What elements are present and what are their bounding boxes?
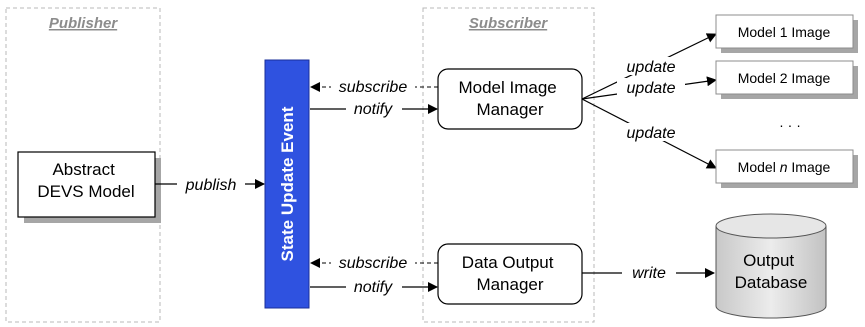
- data-output-manager-line2: Manager: [476, 275, 543, 294]
- update-label-2: update: [627, 80, 676, 97]
- update-label-1-bg: [617, 57, 685, 75]
- write-label-bg: [622, 262, 676, 282]
- model1-box: [715, 14, 854, 49]
- abstract-model-box: [17, 151, 156, 218]
- model2-box: [715, 60, 854, 95]
- model-image-manager-line2: Manager: [476, 100, 543, 119]
- model-image-manager-line1: Model Image: [458, 78, 556, 97]
- subscribe-top-bg: [331, 76, 415, 96]
- state-update-event-label: State Update Event: [278, 106, 297, 261]
- data-output-manager-box: [437, 243, 583, 305]
- publisher-title: Publisher: [49, 15, 119, 32]
- ellipsis: · · ·: [779, 117, 801, 133]
- modeln-label: Model n Image: [738, 159, 831, 175]
- state-update-event-bar: [264, 59, 310, 309]
- modeln-var: n: [780, 159, 788, 175]
- abstract-model-line2: DEVS Model: [37, 182, 134, 201]
- subscriber-lane: [422, 7, 595, 323]
- publish-label: publish: [185, 177, 237, 194]
- model1-label: Model 1 Image: [738, 24, 831, 40]
- database-body: [715, 226, 827, 319]
- database-top: [715, 213, 827, 239]
- abstract-model-label: Abstract DEVS Model: [37, 160, 134, 201]
- database-line1: Output: [743, 251, 794, 270]
- database-label: Output Database: [735, 251, 808, 292]
- notify-bottom-bg: [346, 276, 402, 296]
- subscriber-title: Subscriber: [469, 15, 549, 32]
- database-line2: Database: [735, 273, 808, 292]
- subscribe-label-bottom: subscribe: [339, 255, 408, 272]
- update-label-n-bg: [617, 123, 685, 141]
- notify-top-bg: [346, 98, 402, 118]
- publish-label-bg: [177, 172, 245, 194]
- abstract-model-line1: Abstract: [52, 160, 115, 179]
- update-label-1: update: [627, 59, 676, 76]
- modeln-suffix: Image: [788, 159, 831, 175]
- notify-label-top: notify: [354, 101, 393, 118]
- subscribe-label-top: subscribe: [339, 79, 408, 96]
- model-image-manager-label: Model Image Manager: [458, 78, 561, 119]
- update-label-n: update: [627, 125, 676, 142]
- modeln-box: [715, 149, 854, 184]
- write-label: write: [632, 265, 666, 282]
- notify-label-bottom: notify: [354, 279, 393, 296]
- data-output-manager-line1: Data Output: [462, 253, 554, 272]
- modeln-prefix: Model: [738, 159, 780, 175]
- data-output-manager-label: Data Output Manager: [462, 253, 558, 294]
- update-label-2-bg: [617, 78, 685, 96]
- model2-label: Model 2 Image: [738, 70, 831, 86]
- subscribe-bottom-bg: [331, 252, 415, 272]
- output-database: Output Database: [715, 213, 827, 319]
